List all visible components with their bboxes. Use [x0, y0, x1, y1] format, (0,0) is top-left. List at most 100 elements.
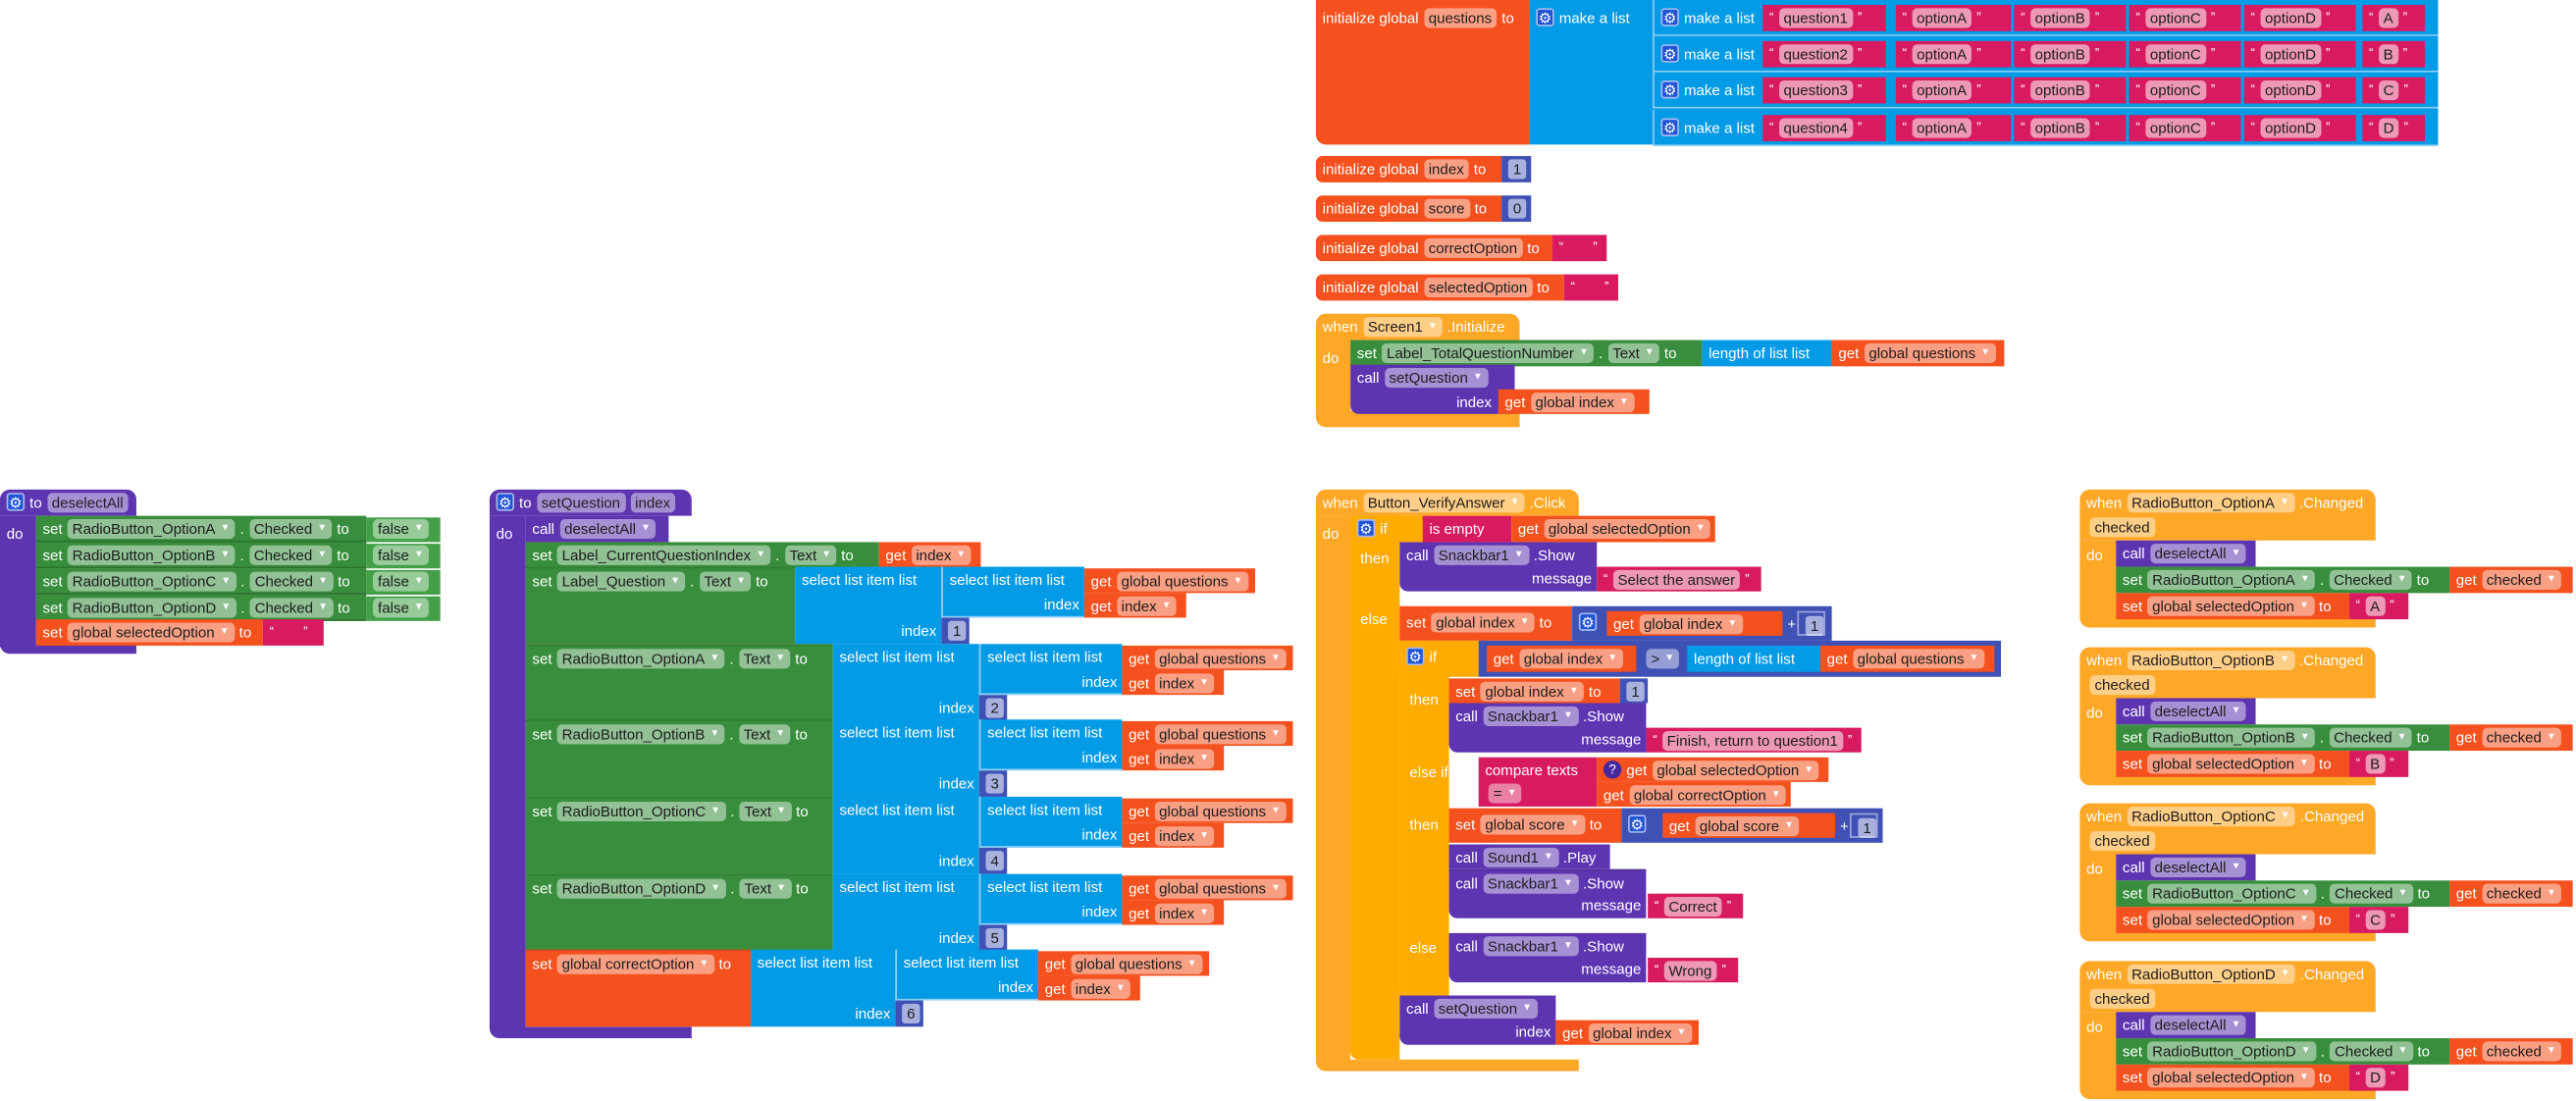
event-bottom[interactable]: [2079, 931, 2376, 942]
dropdown[interactable]: setQuestion▼: [1433, 998, 1538, 1019]
dropdown[interactable]: =▼: [1488, 783, 1522, 804]
gear-icon[interactable]: ⚙: [496, 493, 514, 511]
gear-icon[interactable]: ⚙: [1536, 8, 1554, 26]
text-field[interactable]: B: [2365, 754, 2386, 774]
text-field[interactable]: question2: [1778, 44, 1853, 65]
number-block[interactable]: 1: [1850, 813, 1878, 838]
select-list-item-block[interactable]: select list item list: [751, 949, 896, 1027]
select-list-item-block[interactable]: select list item list: [832, 873, 979, 952]
text-block[interactable]: “C”: [2348, 907, 2409, 933]
dropdown[interactable]: Screen1▼: [1362, 317, 1443, 338]
length-of-list-block[interactable]: length of list list: [1702, 340, 1832, 367]
dropdown[interactable]: index▼: [1154, 902, 1215, 923]
dropdown[interactable]: Snackbar1▼: [1433, 545, 1529, 565]
dropdown[interactable]: RadioButton_OptionD▼: [2147, 1041, 2316, 1062]
procedure-do-column[interactable]: do: [0, 515, 36, 648]
select-list-item-block[interactable]: select list item list: [832, 796, 979, 874]
dropdown[interactable]: Text▼: [738, 724, 791, 745]
dropdown[interactable]: global selectedOption▼: [1652, 760, 1819, 780]
number-block[interactable]: 2: [978, 695, 1008, 721]
select-list-item-block[interactable]: select list item list: [941, 566, 1084, 618]
dropdown[interactable]: global score▼: [1480, 814, 1585, 835]
dropdown[interactable]: global questions▼: [1864, 342, 1996, 363]
text-block[interactable]: “Wrong”: [1648, 958, 1739, 983]
text-field[interactable]: A: [2365, 596, 2386, 616]
dropdown[interactable]: Text▼: [784, 545, 837, 565]
dropdown[interactable]: RadioButton_OptionA▼: [2127, 493, 2294, 513]
dropdown[interactable]: global index▼: [1480, 680, 1584, 702]
dropdown[interactable]: Checked▼: [2329, 883, 2413, 904]
number-block[interactable]: 3: [978, 770, 1008, 797]
dropdown[interactable]: RadioButton_OptionB▼: [67, 545, 236, 565]
select-list-item-block[interactable]: select list item list: [978, 719, 1123, 771]
event-do-column[interactable]: do: [1315, 340, 1351, 413]
dropdown[interactable]: global correctOption▼: [556, 954, 714, 974]
text-block[interactable]: “”: [262, 619, 324, 646]
name-field[interactable]: setQuestion: [536, 493, 626, 513]
dropdown[interactable]: global questions▼: [1154, 648, 1287, 668]
name-field[interactable]: score: [1423, 198, 1470, 219]
text-block[interactable]: “optionA”: [1895, 5, 2012, 31]
text-block[interactable]: “optionB”: [2014, 41, 2127, 68]
text-block[interactable]: “question2”: [1762, 41, 1886, 68]
text-block[interactable]: “optionD”: [2243, 114, 2356, 141]
dropdown[interactable]: Snackbar1▼: [1482, 873, 1578, 894]
text-field[interactable]: optionC: [2144, 80, 2206, 101]
dropdown[interactable]: RadioButton_OptionD▼: [556, 878, 726, 899]
text-field[interactable]: C: [2378, 80, 2399, 101]
dropdown[interactable]: Checked▼: [2329, 1041, 2413, 1062]
gear-icon[interactable]: ⚙: [1660, 44, 1679, 63]
text-field[interactable]: optionD: [2260, 117, 2322, 137]
text-field[interactable]: question1: [1778, 8, 1853, 28]
dropdown[interactable]: RadioButton_OptionD▼: [67, 598, 237, 618]
dropdown[interactable]: checked▼: [2481, 1041, 2561, 1062]
dropdown[interactable]: false▼: [373, 571, 429, 592]
number-field[interactable]: 5: [985, 927, 1004, 948]
name-field[interactable]: index: [1423, 159, 1469, 180]
number-block[interactable]: 6: [895, 1000, 923, 1027]
text-block[interactable]: “B”: [2362, 41, 2425, 68]
text-block[interactable]: “optionB”: [2014, 114, 2127, 141]
dropdown[interactable]: Snackbar1▼: [1482, 706, 1578, 726]
procedure-bottom[interactable]: [0, 644, 136, 655]
text-block[interactable]: “optionC”: [2129, 41, 2241, 68]
event-parameter-checked[interactable]: checked: [2089, 675, 2155, 696]
event-bottom[interactable]: [1315, 1059, 1579, 1072]
dropdown[interactable]: index▼: [1116, 595, 1177, 615]
dropdown[interactable]: Checked▼: [2329, 727, 2412, 748]
if-block-bottom[interactable]: [1399, 982, 1449, 996]
dropdown[interactable]: index▼: [1070, 977, 1130, 999]
name-field[interactable]: selectedOption: [1423, 277, 1533, 298]
dropdown[interactable]: Text▼: [739, 801, 792, 822]
dropdown[interactable]: Sound1▼: [1482, 846, 1558, 867]
compare-texts-block[interactable]: compare texts: [1478, 757, 1598, 807]
dropdown[interactable]: RadioButton_OptionB▼: [2147, 727, 2315, 748]
if-block-column[interactable]: [1350, 515, 1400, 1047]
dropdown[interactable]: RadioButton_OptionB▼: [556, 724, 725, 745]
if-block[interactable]: ⚙if: [1399, 640, 1479, 677]
text-field[interactable]: optionC: [2144, 117, 2206, 137]
length-of-list-block[interactable]: length of list list: [1687, 645, 1820, 672]
